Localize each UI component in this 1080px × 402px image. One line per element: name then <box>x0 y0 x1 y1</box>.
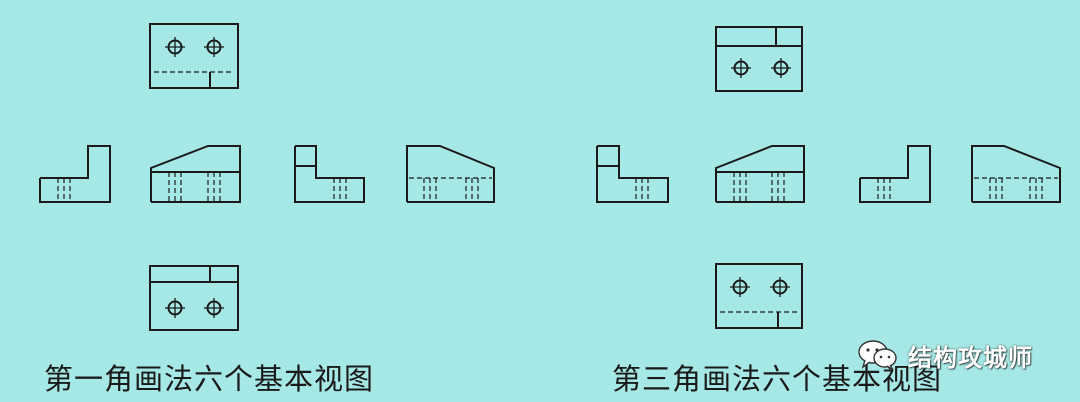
first-angle-views <box>39 23 495 331</box>
watermark-text: 结构攻城师 <box>908 343 1033 372</box>
third-angle-view-rear <box>971 145 1061 203</box>
first-angle-view-side-l <box>294 145 365 203</box>
first-angle-view-front <box>150 145 241 203</box>
third-angle-views <box>596 26 1061 329</box>
watermark: 结构攻城师 <box>856 335 1033 375</box>
first-angle-caption: 第一角画法六个基本视图 <box>44 362 375 396</box>
third-angle-view-side-l <box>859 145 931 203</box>
third-angle-view-bottom <box>715 263 803 329</box>
third-angle-caption: 第三角画法六个基本视图 <box>612 362 943 396</box>
first-angle-view-bottom <box>149 265 239 331</box>
third-angle-view-front <box>715 145 805 203</box>
third-angle-view-top <box>715 26 803 92</box>
wechat-icon <box>858 340 897 371</box>
first-angle-view-left-l <box>39 145 111 203</box>
first-angle-view-rear <box>406 145 495 203</box>
third-angle-view-left-l <box>596 145 669 203</box>
first-angle-view-top <box>149 23 239 89</box>
